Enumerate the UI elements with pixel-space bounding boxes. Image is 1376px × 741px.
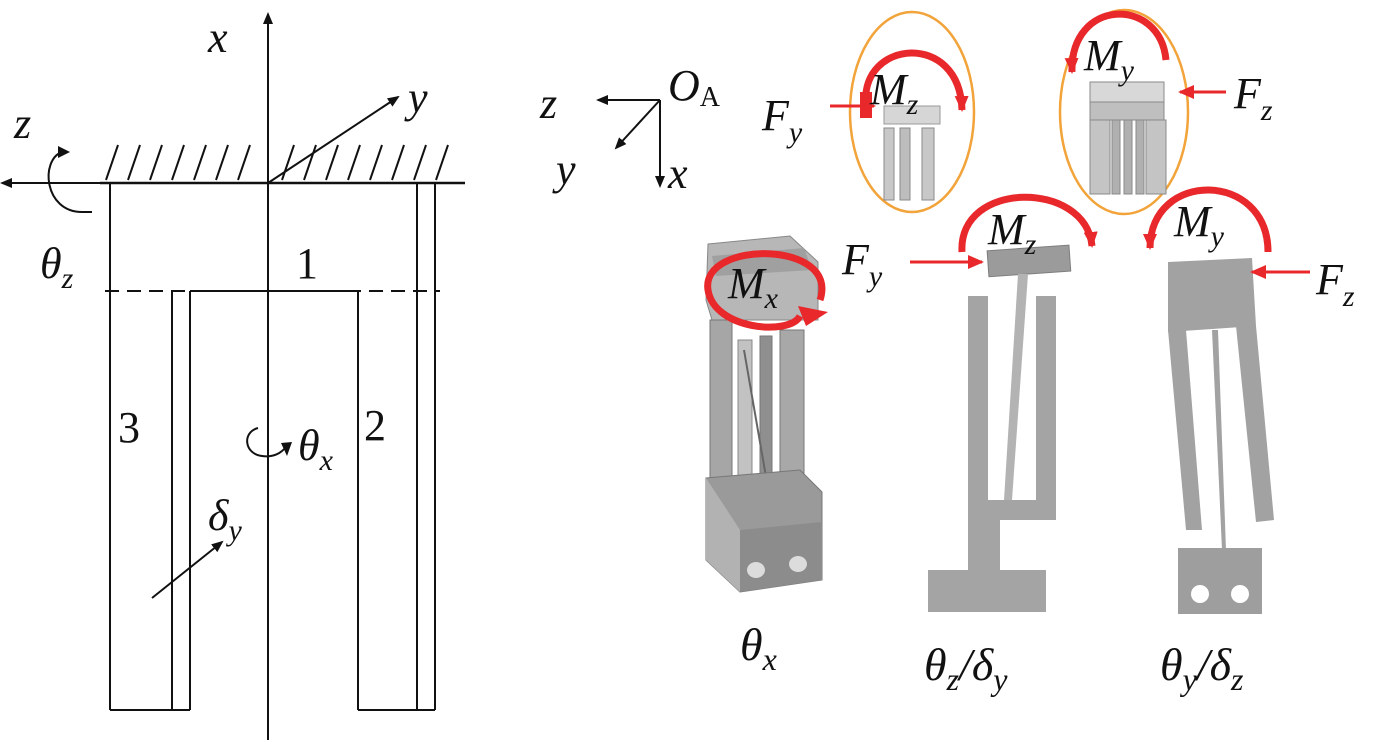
axis-z-label: z [13,99,31,148]
coordinate-frame: OA z y x [539,61,721,198]
theta-z-label: F θz [40,239,74,295]
part-3-label: 3 [118,403,140,452]
theta-x-label: θx [298,421,334,477]
frame-y-label: y [552,145,576,194]
model-theta-x: Mx θx [704,235,828,677]
inset1-force-label: Fy [761,91,803,149]
inset2-force-label: Fz [1233,69,1273,127]
axis-y-label: y [404,73,428,122]
part-1-label: 1 [296,239,318,288]
model-theta-y-delta-z: My Fz θy/δz [1143,186,1355,697]
flexure-outline [109,183,436,711]
inset-my-fz: My Fz [1058,8,1273,216]
theta-x-rotation-arrow [246,427,287,458]
inset1-moment-label: Mz [869,65,919,121]
model3-moment-label: My [1173,197,1225,253]
frame-z-label: z [539,79,557,128]
model2-force-label: Fy [841,235,883,293]
model3-caption: θy/δz [1160,639,1244,697]
model3-force-label: Fz [1315,255,1355,313]
model-theta-z-delta-y: Fy Mz θz/δy [841,193,1098,697]
inset-mz-fy: Fy Mz [761,10,976,214]
theta-z-rotation-arrow [47,151,92,213]
model2-moment-label: Mz [987,205,1037,261]
axis-x-label: x [207,13,228,62]
part-2-label: 2 [364,401,386,450]
frame-origin-label: OA [668,61,721,113]
left-schematic: x y z F θz 1 2 3 θx δy [0,12,465,740]
delta-y-label: δy [208,491,242,547]
inset2-moment-label: My [1083,31,1135,87]
model1-moment-label: Mx [727,259,779,315]
ground-hatching [100,144,465,185]
frame-x-label: x [667,149,688,198]
model2-caption: θz/δy [924,639,1008,697]
model1-caption: θx [740,619,777,677]
delta-y-arrow [151,540,224,599]
y-axis-line [267,95,400,184]
